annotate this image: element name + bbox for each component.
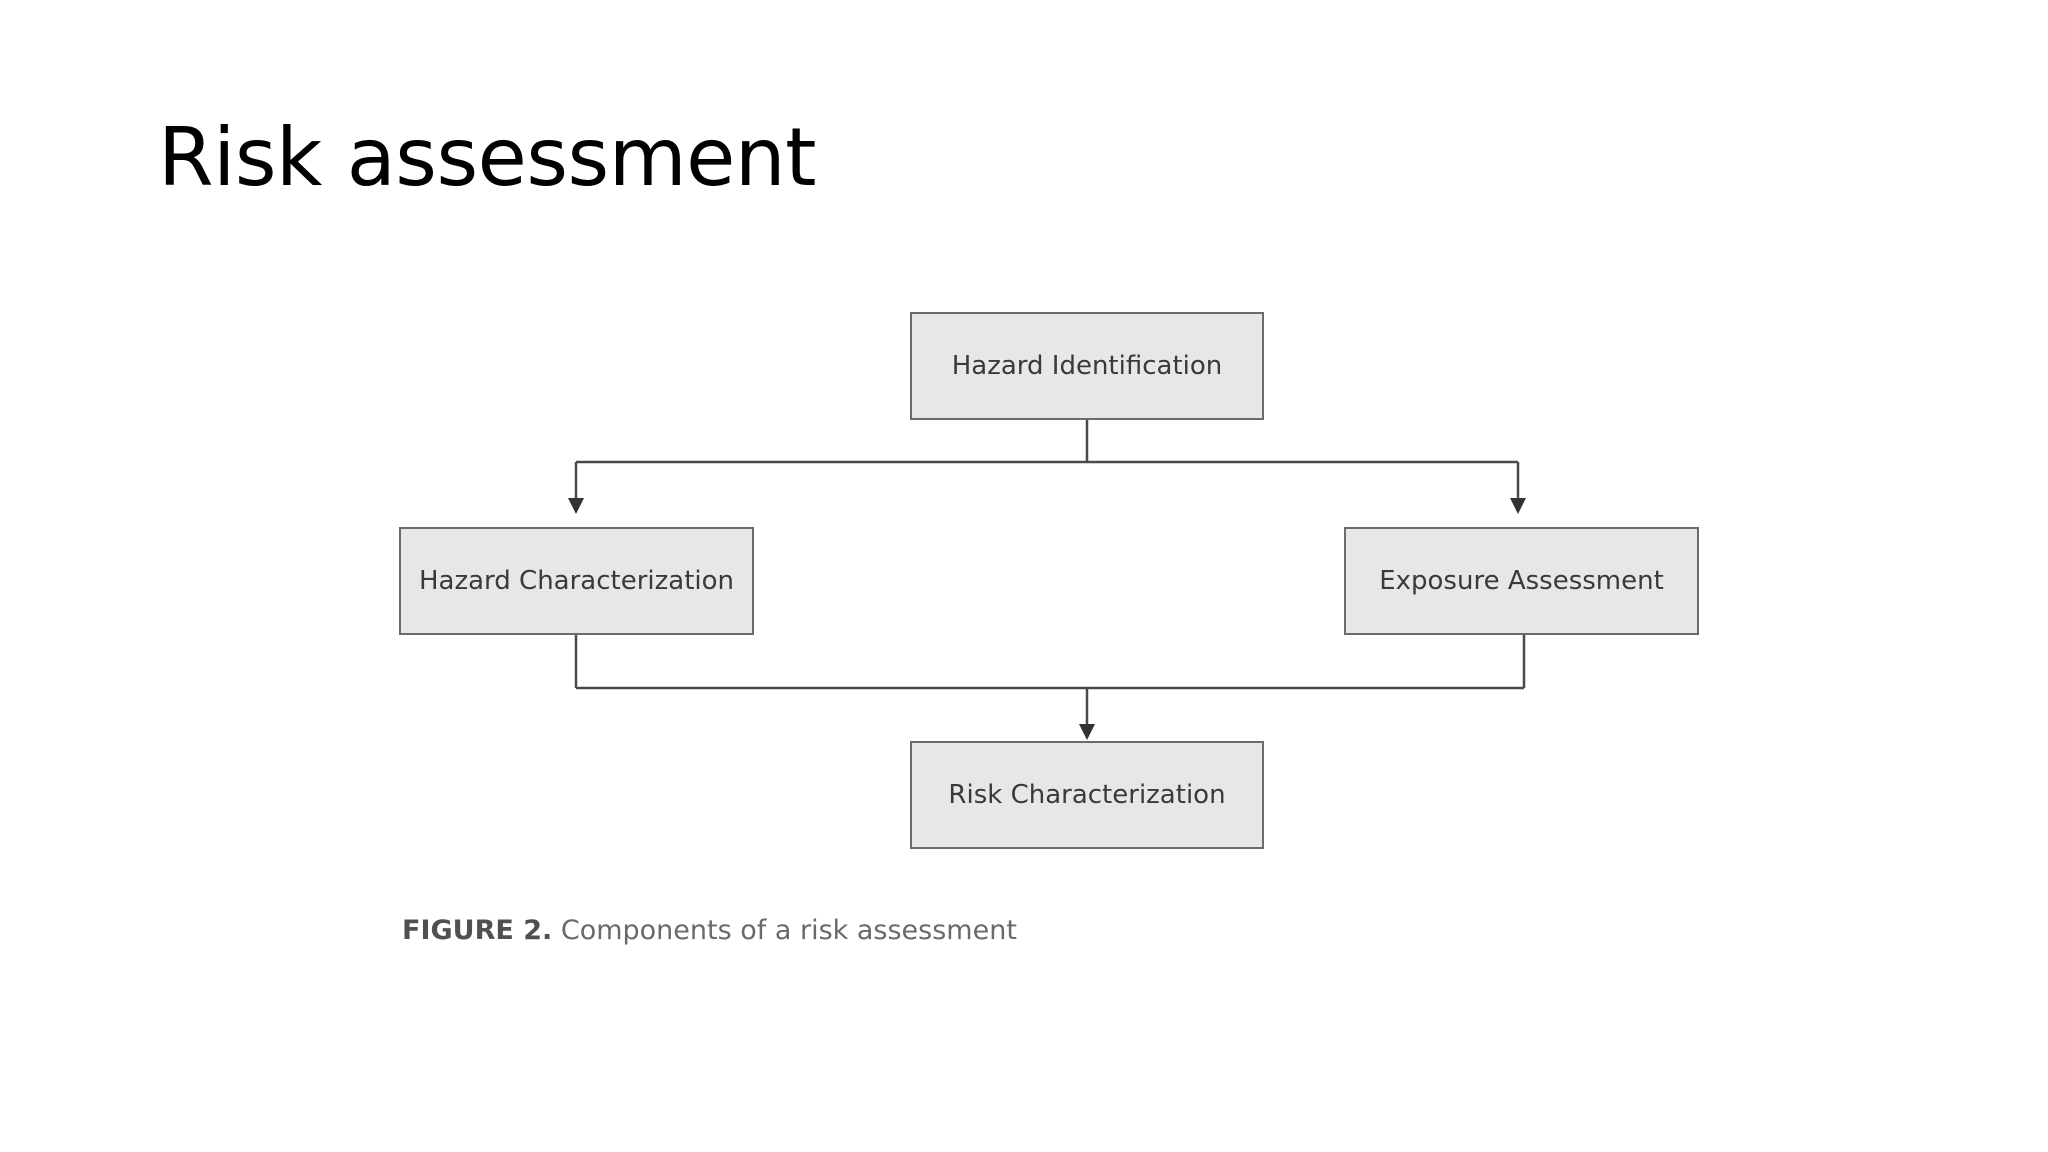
figure-caption: FIGURE 2. Components of a risk assessmen… (402, 915, 1017, 946)
slide-title: Risk assessment (158, 111, 816, 204)
figure-caption-text: Components of a risk assessment (552, 915, 1017, 946)
node-risk-characterization: Risk Characterization (910, 741, 1264, 849)
node-label: Exposure Assessment (1379, 566, 1664, 596)
node-hazard-characterization: Hazard Characterization (399, 527, 754, 635)
node-hazard-identification: Hazard Identification (910, 312, 1264, 420)
arrowhead-to-hazard-char (568, 498, 584, 514)
figure-label: FIGURE 2. (402, 915, 553, 946)
node-label: Hazard Identification (951, 351, 1223, 381)
arrowhead-to-exposure (1510, 498, 1526, 514)
node-label: Risk Characterization (948, 780, 1226, 810)
arrowhead-to-risk-char (1079, 724, 1095, 740)
node-label: Hazard Characterization (418, 566, 735, 596)
node-exposure-assessment: Exposure Assessment (1344, 527, 1699, 635)
